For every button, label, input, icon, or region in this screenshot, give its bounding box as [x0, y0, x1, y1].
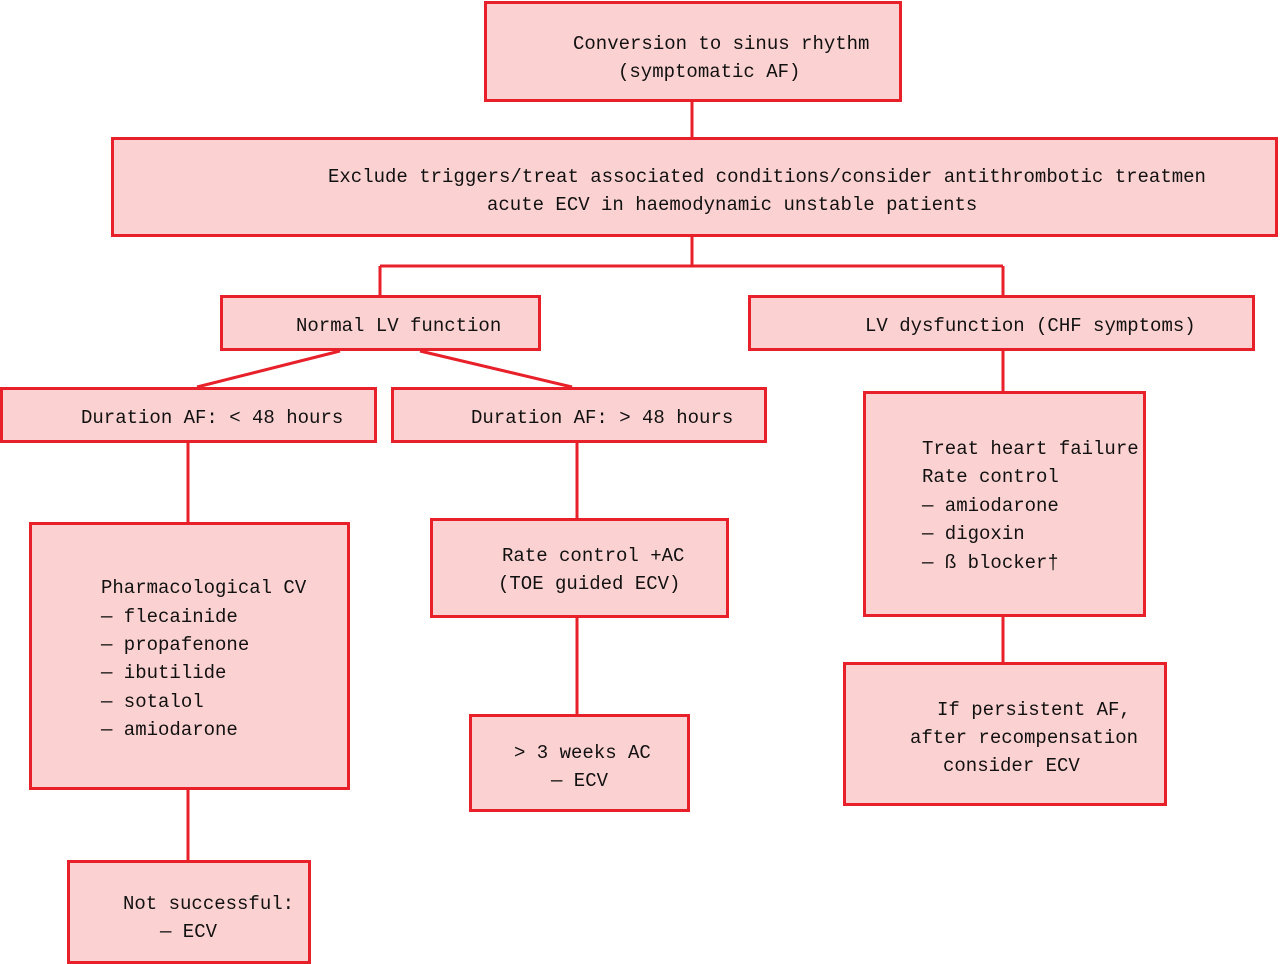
box-text-line: Normal LV function: [296, 315, 502, 337]
box-duration-more-48h: Duration AF: > 48 hours: [391, 387, 767, 443]
box-text-line: Conversion to sinus rhythm: [573, 33, 870, 55]
box-text-line: — ß blocker†: [922, 552, 1059, 574]
box-text-line: acute ECV in haemodynamic unstable patie…: [487, 194, 978, 216]
box-text-line: — amiodarone: [922, 495, 1059, 517]
box-text-line: (TOE guided ECV): [498, 573, 681, 595]
box-normal-lv-function: Normal LV function: [220, 295, 541, 351]
box-text-line: (symptomatic AF): [618, 61, 801, 83]
box-text-line: — flecainide: [101, 606, 238, 628]
box-text-line: LV dysfunction (CHF symptoms): [865, 315, 1196, 337]
box-text-line: > 3 weeks AC: [514, 742, 651, 764]
box-text-line: Duration AF: > 48 hours: [471, 407, 734, 429]
box-text-line: Treat heart failure: [922, 438, 1139, 460]
box-text-line: If persistent AF,: [937, 699, 1131, 721]
box-conversion-sinus-rhythm: Conversion to sinus rhythm (symptomatic …: [484, 1, 902, 102]
box-treat-heart-failure: Treat heart failure Rate control — amiod…: [863, 391, 1146, 617]
box-text-line: — sotalol: [101, 691, 204, 713]
box-text-line: — ECV: [551, 770, 609, 792]
box-persistent-af: If persistent AF, after recompensation c…: [843, 662, 1167, 806]
box-text-line: — ECV: [160, 921, 218, 943]
box-text-line: — propafenone: [101, 634, 250, 656]
box-text-line: — ibutilide: [101, 662, 227, 684]
box-duration-less-48h: Duration AF: < 48 hours: [0, 387, 377, 443]
box-text-line: — digoxin: [922, 523, 1025, 545]
box-text-line: Rate control: [922, 466, 1059, 488]
box-rate-control-ac: Rate control +AC (TOE guided ECV): [430, 518, 729, 618]
box-text-line: Duration AF: < 48 hours: [81, 407, 344, 429]
box-text-line: — amiodarone: [101, 719, 238, 741]
box-text-line: Rate control +AC: [502, 545, 685, 567]
box-not-successful: Not successful: — ECV: [67, 860, 311, 964]
box-text-line: Pharmacological CV: [101, 577, 307, 599]
box-text-line: consider ECV: [943, 755, 1080, 777]
box-pharmacological-cv: Pharmacological CV — flecainide — propaf…: [29, 522, 350, 790]
box-exclude-triggers: Exclude triggers/treat associated condit…: [111, 137, 1278, 237]
box-lv-dysfunction: LV dysfunction (CHF symptoms): [748, 295, 1255, 351]
box-text-line: Not successful:: [123, 893, 295, 915]
box-text-line: after recompensation: [910, 727, 1139, 749]
box-three-weeks-ac: > 3 weeks AC — ECV: [469, 714, 690, 812]
box-text-line: Exclude triggers/treat associated condit…: [328, 166, 1206, 188]
